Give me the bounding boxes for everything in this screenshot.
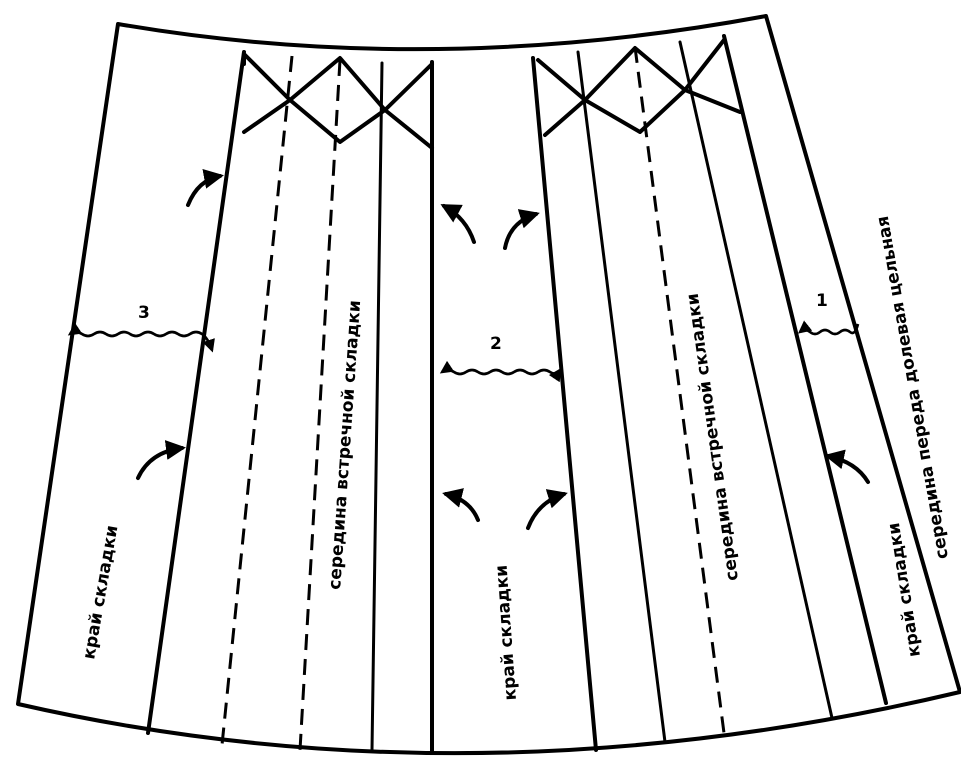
arrows	[136, 169, 870, 530]
label-fold-edge-left: край складки	[79, 524, 122, 661]
arrow	[442, 488, 480, 522]
marker-3: 3	[138, 303, 150, 323]
marker-1: 1	[816, 291, 828, 311]
arrow	[440, 204, 476, 244]
label-front-middle: середина переда долевая цельная	[873, 214, 953, 560]
fold-line	[722, 34, 888, 705]
dashed-line	[298, 59, 342, 751]
fold-line	[146, 50, 246, 735]
tuck-marks-right	[536, 38, 742, 137]
dashed-line	[220, 55, 294, 746]
label-fold-edge-center: край складки	[492, 564, 521, 701]
arrow	[503, 209, 540, 250]
pleat-line	[576, 50, 667, 744]
label-box-pleat-middle-right: середина встречной складки	[683, 292, 743, 582]
arrow	[136, 440, 186, 480]
dashed-line	[633, 46, 726, 734]
fold-line	[531, 56, 598, 752]
measure-2	[439, 360, 562, 383]
pattern-outline	[16, 14, 961, 756]
arrow	[186, 169, 224, 207]
marker-2: 2	[490, 334, 502, 354]
tuck-marks-left	[242, 52, 434, 150]
label-box-pleat-middle-left: середина встречной складки	[325, 300, 365, 591]
arrow	[824, 449, 870, 484]
pleat-line	[678, 40, 834, 720]
pleat-line	[370, 61, 384, 752]
measure-1	[797, 320, 860, 336]
arrow	[526, 489, 568, 530]
measure-3	[67, 322, 215, 353]
